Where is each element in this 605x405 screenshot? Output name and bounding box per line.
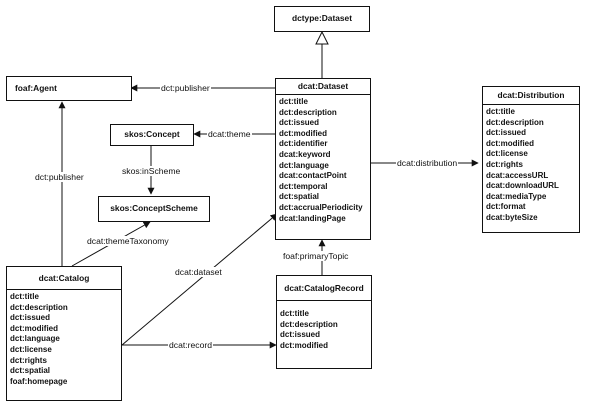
- edge-label-theme: dcat:theme: [207, 129, 252, 139]
- class-dcat-catalog-record-name: dcat:CatalogRecord: [277, 276, 371, 301]
- class-foaf-agent-name: foaf:Agent: [15, 83, 57, 93]
- distribution-prop: dct:description: [486, 117, 544, 127]
- distribution-prop: dcat:accessURL: [486, 170, 549, 180]
- catalog-record-prop: dct:issued: [280, 330, 321, 340]
- distribution-prop: dct:issued: [486, 128, 527, 138]
- catalog-prop: dct:language: [10, 334, 60, 344]
- dataset-prop: dct:language: [279, 160, 329, 170]
- dataset-prop: dct:modified: [279, 128, 327, 138]
- edge-label-theme-taxonomy: dcat:themeTaxonomy: [86, 236, 170, 246]
- dataset-prop: dct:spatial: [279, 192, 320, 202]
- catalog-prop: dct:license: [10, 344, 52, 354]
- catalog-prop: dct:spatial: [10, 366, 51, 376]
- catalog-record-prop: dct:description: [280, 319, 338, 329]
- catalog-prop: dct:rights: [10, 355, 47, 365]
- catalog-prop: dct:title: [10, 292, 39, 301]
- dataset-prop: dcat:contactPoint: [279, 171, 347, 181]
- distribution-prop: dct:rights: [486, 159, 523, 169]
- class-skos-concept: skos:Concept: [110, 124, 194, 146]
- distribution-prop: dcat:downloadURL: [486, 181, 559, 191]
- dataset-prop: dcat:landingPage: [279, 213, 346, 223]
- catalog-prop: dct:issued: [10, 313, 51, 323]
- edge-label-dataset: dcat:dataset: [174, 267, 223, 277]
- distribution-prop: dcat:byteSize: [486, 212, 538, 222]
- class-dcat-catalog-name: dcat:Catalog: [7, 267, 121, 290]
- class-dcat-distribution-name: dcat:Distribution: [483, 87, 579, 105]
- class-skos-concept-name: skos:Concept: [124, 129, 180, 139]
- catalog-prop: dct:description: [10, 302, 68, 312]
- edge-label-publisher-top: dct:publisher: [160, 83, 211, 93]
- distribution-prop: dct:license: [486, 149, 528, 159]
- class-dctype-dataset: dctype:Dataset: [274, 6, 370, 32]
- distribution-prop: dct:title: [486, 107, 515, 116]
- dataset-prop: dct:accrualPeriodicity: [279, 202, 363, 212]
- edge-label-primary-topic: foaf:primaryTopic: [282, 251, 350, 261]
- catalog-record-prop: dct:title: [280, 309, 309, 318]
- subclass-arrowhead: [315, 30, 329, 45]
- edge-dataset: [121, 213, 278, 346]
- dataset-prop: dct:description: [279, 107, 337, 117]
- dataset-prop: dct:identifier: [279, 139, 328, 149]
- catalog-prop: dct:modified: [10, 323, 58, 333]
- class-foaf-agent: foaf:Agent: [6, 76, 132, 101]
- dataset-prop: dct:temporal: [279, 181, 328, 191]
- dataset-prop: dct:title: [279, 97, 308, 106]
- class-dcat-catalog-record: dcat:CatalogRecord dct:title dct:descrip…: [276, 275, 372, 369]
- edge-label-in-scheme: skos:inScheme: [121, 166, 182, 176]
- dataset-prop: dcat:keyword: [279, 149, 331, 159]
- class-dcat-distribution: dcat:Distribution dct:title dct:descript…: [482, 86, 580, 233]
- distribution-prop: dct:format: [486, 202, 526, 212]
- catalog-record-prop: dct:modified: [280, 340, 328, 350]
- distribution-prop: dcat:mediaType: [486, 191, 547, 201]
- class-dcat-dataset-name: dcat:Dataset: [276, 79, 370, 95]
- distribution-prop: dct:modified: [486, 138, 534, 148]
- class-dctype-dataset-name: dctype:Dataset: [291, 13, 353, 23]
- dataset-prop: dct:issued: [279, 118, 320, 128]
- class-skos-concept-scheme-name: skos:ConceptScheme: [110, 203, 198, 213]
- edge-label-publisher-left: dct:publisher: [34, 172, 85, 182]
- edge-label-distribution: dcat:distribution: [396, 158, 459, 168]
- catalog-prop: foaf:homepage: [10, 376, 68, 386]
- class-dcat-dataset: dcat:Dataset dct:title dct:description d…: [275, 78, 371, 240]
- class-skos-concept-scheme: skos:ConceptScheme: [98, 196, 210, 222]
- class-dcat-catalog: dcat:Catalog dct:title dct:description d…: [6, 266, 122, 401]
- edge-label-record: dcat:record: [168, 340, 213, 350]
